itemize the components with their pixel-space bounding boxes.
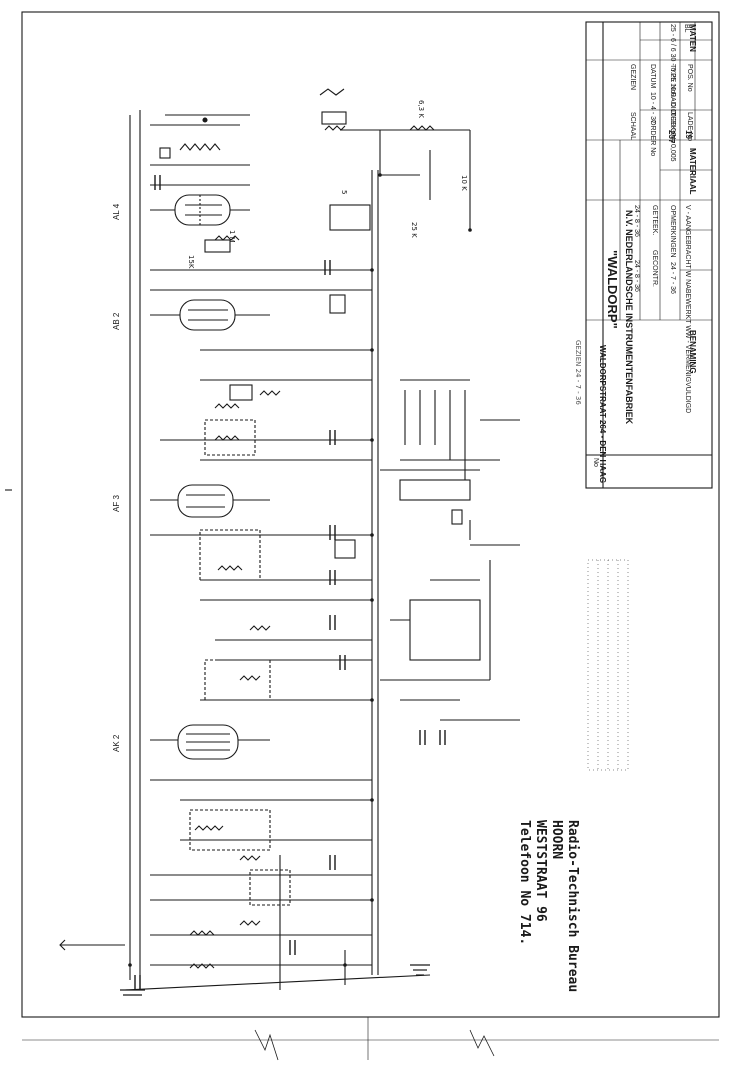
tb-company-line2: "WALDORP" [605,250,620,329]
tb-order-label: ORDER No [649,120,656,157]
tube-label-al4: AL 4 [112,203,121,220]
label-6k: 6,3 K [417,100,425,118]
tb-seen-label: GEZIEN [629,64,636,91]
tb-drawer-value: 19 [684,130,693,139]
tb-drawn-label: GETEEK. [651,205,658,236]
tb-pos-label: POS. No [686,64,693,92]
tb-sheet-value: 237 [667,130,676,144]
tube-label-af3: AF 3 [112,495,121,512]
tb-header-materiaal: MATERIAAL [688,148,697,195]
tube-ak2-outline [177,724,239,760]
tb-scale-label: SCHAAL [629,112,636,141]
dealer-phone: Telefoon No 714. [517,820,532,946]
label-25k: 25 K [410,222,418,238]
tb-handwritten-note: GEZIEN 24 - 7 - 36 [574,340,582,405]
dealer-city: HOORN [549,820,564,860]
dealer-name: Radio-Technisch Bureau [565,820,580,993]
tb-type-label: TYPE No [669,64,676,94]
label-10k: 10 K [460,175,468,191]
tb-drawn-date: 24 - 8 - 36 [633,205,640,237]
tube-ab2-outline [179,299,236,331]
tb-radio-label: RADIO [669,92,676,115]
tube-al4-outline [174,194,231,226]
tb-checked-label: GECONTR. [651,250,658,287]
drawing-frame [21,11,720,1018]
title-block [585,21,713,489]
label-5: 5 [340,190,348,195]
tube-label-ab2: AB 2 [112,312,121,330]
tb-revision-line: V - AANGEBRACHT W NABEWERKT WW - VERMENI… [684,205,691,414]
tb-small-col-1: BL [683,24,690,33]
dealer-stamp: Radio-Technisch Bureau HOORN WESTSTRAAT … [516,820,580,992]
tb-company-line1: N.V. NEDERLANDSCHE INSTRUMENTENFABRIEK [624,210,634,425]
label-1m: 1 M [228,230,236,243]
tb-company-line3: WALDORPSTRAAT 264 - DEN HAAG [598,345,607,484]
tb-remarks-label: OPMERKINGEN [669,205,676,258]
label-15k: 15K [187,255,195,269]
dealer-street: WESTSTRAAT 96 [533,820,548,922]
tube-af3-outline [177,484,234,518]
tube-label-ak2: AK 2 [112,734,121,752]
tb-remarks-value: 24 - 7 - 36 [669,262,676,294]
tb-date-label: DATUM [649,64,656,89]
tb-checked-date: 24 - 8 - 36 [633,260,640,292]
